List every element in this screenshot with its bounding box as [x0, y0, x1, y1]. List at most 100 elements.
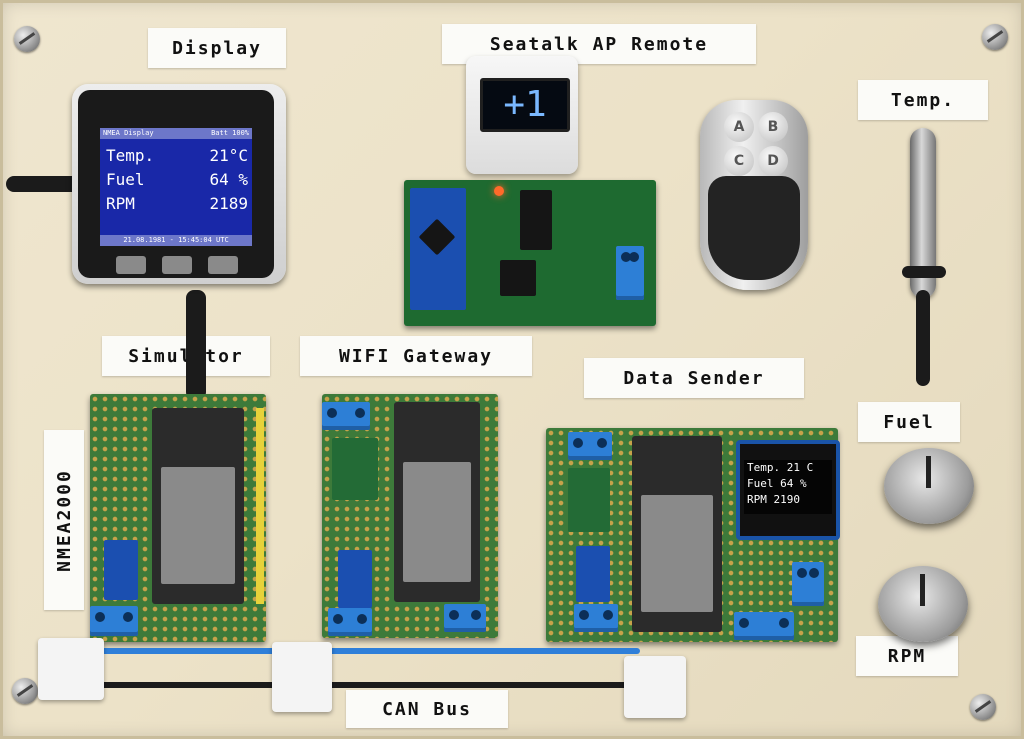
wifi-can-transceiver	[338, 550, 372, 608]
lcd-fuel-value: 64 %	[209, 170, 248, 189]
simulator-can-terminal	[90, 606, 138, 636]
fob-button-a-label: A	[733, 119, 745, 135]
sender-can-transceiver	[576, 546, 610, 602]
lcd-temp-label: Temp.	[106, 146, 155, 165]
lcd-header: NMEA Display Batt 100%	[100, 128, 252, 139]
lcd-rpm-value: 2189	[209, 194, 248, 213]
label-data-sender: Data Sender	[584, 358, 804, 398]
screw-bottom-left	[12, 678, 38, 704]
fob-button-d[interactable]: D	[758, 146, 788, 176]
lcd-readings: Temp. 21°C Fuel 64 % RPM 2189	[106, 144, 248, 216]
m5-button-b[interactable]	[162, 256, 192, 274]
label-temp: Temp.	[858, 80, 988, 120]
lcd-row-fuel: Fuel 64 %	[106, 168, 248, 192]
display-power-cable	[6, 176, 86, 192]
probe-cable	[916, 290, 930, 386]
screw-top-right	[982, 24, 1008, 50]
can-low-wire	[40, 682, 640, 688]
simulator-header-pins	[256, 408, 264, 604]
label-nmea2000: NMEA2000	[44, 430, 84, 610]
lcd-header-title: NMEA Display	[103, 129, 154, 137]
sender-oled-row-rpm: RPM 2190	[747, 492, 832, 508]
label-wifi-text: WIFI Gateway	[338, 345, 494, 367]
sender-fuel-value: 64 %	[780, 477, 807, 490]
fob-button-d-label: D	[767, 153, 779, 169]
simulator-esp32-module	[152, 408, 244, 604]
lcd-rpm-label: RPM	[106, 194, 135, 213]
sender-power-terminal	[568, 432, 612, 460]
label-nmea2000-text: NMEA2000	[53, 468, 75, 572]
lcd-temp-value: 21°C	[209, 146, 248, 165]
lcd-battery-status: Batt 100%	[211, 129, 249, 137]
data-sender-pcb	[546, 428, 838, 642]
lcd-row-rpm: RPM 2189	[106, 192, 248, 216]
sender-can-terminal	[574, 604, 618, 632]
fob-button-c[interactable]: C	[724, 146, 754, 176]
seatalk-terminal-block	[616, 246, 644, 300]
lcd-screen: NMEA Display Batt 100% Temp. 21°C Fuel 64 …	[100, 128, 252, 246]
simulator-pcb	[90, 394, 266, 642]
label-wifi-gateway: WIFI Gateway	[300, 336, 532, 376]
simulator-usb-cable	[186, 290, 206, 400]
wifi-aux-terminal	[444, 604, 486, 632]
voltage-regulator	[500, 260, 536, 296]
lcd-datetime: 21.08.1981 - 15:45:04 UTC	[123, 236, 229, 244]
rpm-potentiometer-knob[interactable]	[878, 566, 968, 642]
fob-button-a[interactable]: A	[724, 112, 754, 142]
label-data-sender-text: Data Sender	[623, 367, 765, 389]
probe-grommet	[902, 266, 946, 278]
lcd-fuel-label: Fuel	[106, 170, 145, 189]
m5-button-c[interactable]	[208, 256, 238, 274]
seatalk-oled-text: +1	[503, 84, 547, 125]
m5-button-a[interactable]	[116, 256, 146, 274]
sender-temp-value: 21 C	[786, 461, 814, 474]
can-connector-left	[38, 638, 104, 700]
m5-display-face: NMEA Display Batt 100% Temp. 21°C Fuel 64 …	[78, 90, 274, 278]
status-led	[494, 186, 504, 196]
sender-temp-label: Temp.	[747, 461, 781, 474]
can-high-wire	[60, 648, 640, 654]
lcd-row-temp: Temp. 21°C	[106, 144, 248, 168]
label-rpm: RPM	[856, 636, 958, 676]
wifi-power-terminal	[322, 402, 370, 430]
wifi-dc-converter	[332, 438, 378, 500]
sender-oled-screen: Temp. 21 C Fuel 64 % RPM 2190	[744, 460, 832, 514]
sender-rpm-value: 2190	[773, 493, 801, 506]
sender-knob-terminal	[792, 562, 824, 606]
sender-oled-row-temp: Temp. 21 C	[747, 460, 832, 476]
screw-bottom-right	[970, 694, 996, 720]
label-temp-text: Temp.	[890, 89, 956, 111]
label-display-text: Display	[172, 37, 262, 59]
sender-sensor-terminal	[734, 612, 794, 640]
fuel-potentiometer-knob[interactable]	[884, 448, 974, 524]
label-simulator-text: Simulator	[128, 346, 244, 367]
label-can-bus: CAN Bus	[346, 690, 508, 728]
fob-button-b-label: B	[767, 119, 779, 135]
simulator-can-transceiver	[104, 540, 138, 600]
lcd-footer: 21.08.1981 - 15:45:04 UTC	[100, 235, 252, 246]
seatalk-remote-box: +1	[466, 56, 578, 174]
fob-body	[708, 176, 800, 280]
label-seatalk-text: Seatalk AP Remote	[489, 33, 709, 55]
m5-display-device: NMEA Display Batt 100% Temp. 21°C Fuel 64 …	[72, 84, 286, 284]
sender-fuel-label: Fuel	[747, 477, 774, 490]
sender-oled-row-fuel: Fuel 64 %	[747, 476, 832, 492]
remote-key-fob: A B C D	[700, 100, 808, 290]
label-rpm-text: RPM	[887, 645, 927, 667]
label-fuel: Fuel	[858, 402, 960, 442]
wifi-esp32-module	[394, 402, 480, 602]
seatalk-pcb	[404, 180, 656, 326]
fob-button-b[interactable]: B	[758, 112, 788, 142]
sender-dc-converter	[568, 468, 610, 532]
dip-ic-chip	[520, 190, 552, 250]
sender-esp32-module	[632, 436, 722, 632]
sender-rpm-label: RPM	[747, 493, 767, 506]
can-connector-middle	[272, 642, 332, 712]
label-display: Display	[148, 28, 286, 68]
fob-button-c-label: C	[733, 153, 745, 169]
seatalk-oled: +1	[480, 78, 570, 132]
label-can-bus-text: CAN Bus	[382, 698, 472, 720]
label-fuel-text: Fuel	[883, 411, 935, 433]
sender-oled-module: Temp. 21 C Fuel 64 % RPM 2190	[736, 440, 840, 540]
